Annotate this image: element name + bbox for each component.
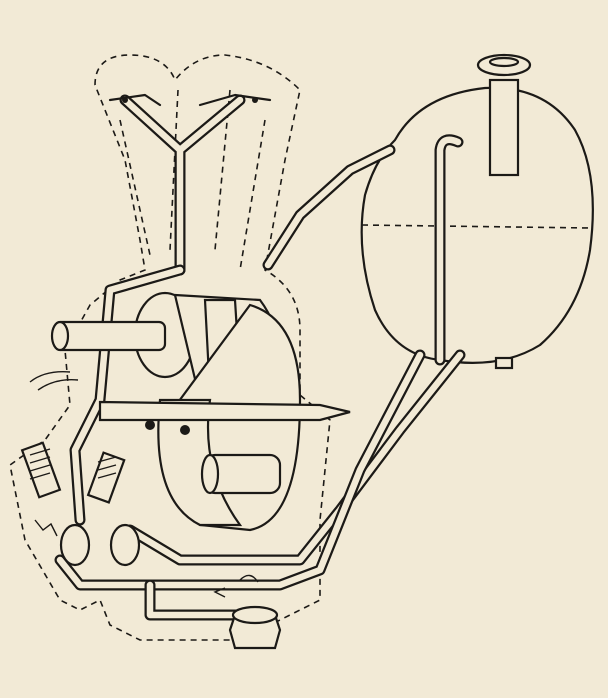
crank-pin-end [200,453,220,495]
oil-spray-lines [29,371,79,391]
rocker-left-icon [122,97,128,103]
timing-side-pipe-bore [71,266,184,524]
pump-gear-right [109,523,141,567]
flow-arrow [239,574,259,583]
filler-neck [488,78,520,177]
return-arrow [213,587,226,598]
relief-valve-left [20,441,62,499]
filler-cap-top [488,56,520,68]
rocker-right-icon [252,97,258,103]
cylinder-inner-dashed [119,89,266,271]
rocker-feed-pipe-bore [121,96,244,274]
breather-pipe-bore [264,146,394,269]
bearing-left [145,420,155,430]
crankshaft-mainshaft [98,400,351,422]
tank-drain-plug [494,356,514,370]
tank-oil-level [361,224,591,229]
drive-shaft [53,320,167,352]
drive-shaft-end [50,320,70,352]
feed-pipe-bore [126,351,464,564]
relief-spring-right [97,456,117,479]
return-pipe-tank-bore [436,136,462,364]
pump-drive-squiggle [34,519,58,537]
engine-outline-dashed [9,54,331,641]
relief-spring-left [29,448,51,480]
filter-pipe-bore [146,581,254,619]
pump-gear-left [59,523,91,567]
oil-filter-top [231,605,279,625]
rocker-arms [108,93,272,107]
return-pipe-bore [56,351,424,589]
bearing-right [180,425,190,435]
